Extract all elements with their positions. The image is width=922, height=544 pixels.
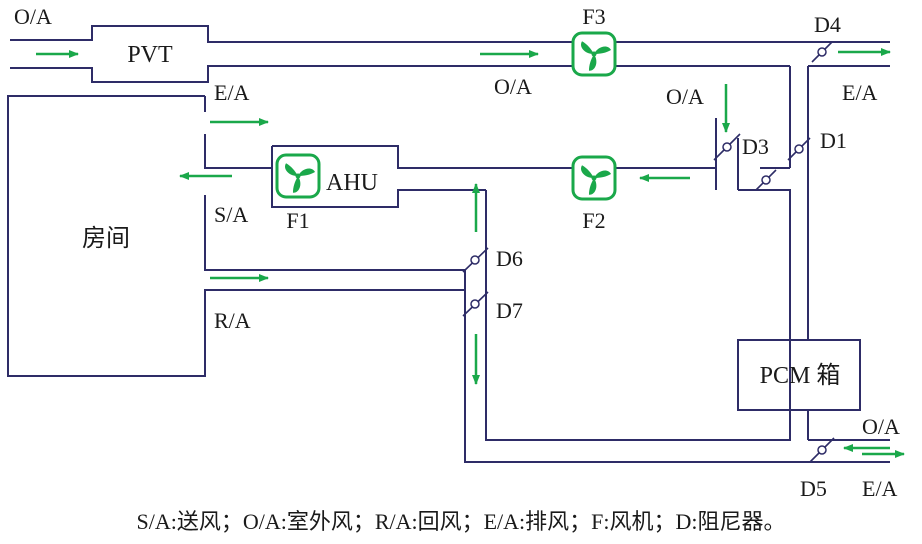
damper-d1-label: D1 (820, 128, 847, 153)
fan-f1-icon (275, 153, 321, 199)
pcm-label: PCM 箱 (760, 362, 841, 389)
loop-ducts (464, 65, 890, 441)
oa-inlet-label: O/A (14, 4, 52, 29)
ahu-label: AHU (326, 170, 378, 196)
damper-d4-icon (811, 41, 833, 63)
damper-d5-icon (809, 437, 835, 463)
damper-d3-icon (713, 133, 741, 161)
ea-d5-label: E/A (862, 476, 898, 500)
pcm-box (737, 339, 890, 463)
fan-f3-label: F3 (582, 4, 605, 29)
room-label: 房间 (82, 225, 130, 252)
legend-caption: S/A:送风；O/A:室外风；R/A:回风；E/A:排风；F:风机；D:阻尼器。 (136, 509, 786, 534)
damper-d6-icon (462, 247, 489, 273)
damper-d7-label: D7 (496, 298, 523, 323)
damper-d7-icon (462, 291, 489, 317)
fan-f1-label: F1 (286, 208, 309, 233)
ra-label: R/A (214, 308, 251, 333)
room (7, 95, 808, 463)
damper-d2-icon (755, 169, 777, 191)
flow-arrows (36, 48, 905, 458)
damper-d4-label: D4 (814, 12, 841, 37)
fan-f2-icon (571, 155, 617, 201)
fan-f2-label: F2 (582, 208, 605, 233)
fan-f3-icon (571, 31, 617, 77)
pvt-duct (10, 25, 890, 83)
damper-d3-label: D3 (742, 134, 769, 159)
sa-label: S/A (214, 202, 248, 227)
hvac-schematic: PVT 房间 AHU PCM 箱 (7, 4, 905, 500)
oa-mid-label: O/A (494, 74, 532, 99)
damper-d6-label: D6 (496, 246, 523, 271)
ahu-box (271, 145, 716, 208)
ea-room-label: E/A (214, 80, 250, 105)
oa-d3-label: O/A (666, 84, 704, 109)
damper-d1-icon (787, 137, 811, 161)
damper-d5-label: D5 (800, 476, 827, 500)
ea-top-label: E/A (842, 80, 878, 105)
pvt-label: PVT (127, 42, 173, 68)
oa-d5-label: O/A (862, 414, 900, 439)
